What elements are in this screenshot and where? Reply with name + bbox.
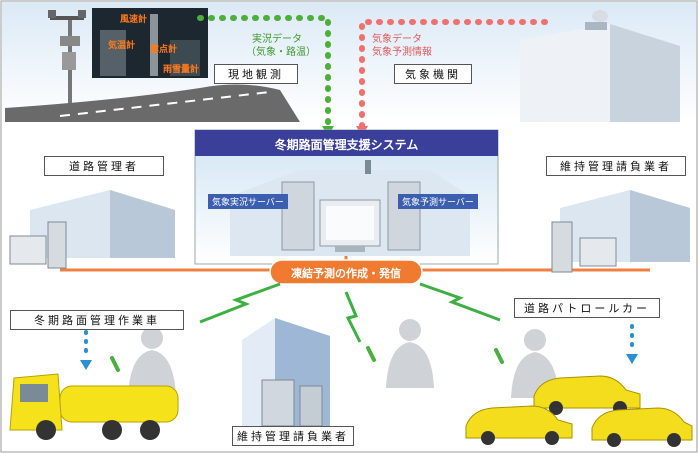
obs-server-tower [281,181,315,251]
truck-link-arrow [80,360,92,370]
observation-pole [48,10,86,110]
wireless-to-truck [199,282,281,324]
field-obs-label: 現地観測 [214,64,298,84]
met-agency-label: 気象機関 [394,64,472,84]
bottom-contractor-building [242,318,330,428]
frost-forecast-pill [269,259,423,285]
system-monitor [319,199,381,252]
maint-contractor-bottom-label: 維持管理請負業者 [232,426,354,446]
wireless-to-contractor [344,291,362,343]
sensor-air-label: 気温計 [108,41,136,51]
patrol-car-1 [533,375,641,415]
obs-flow-text-1: 実況データ [252,34,302,45]
patrol-link-arrow [626,354,638,364]
system-title: 冬期路面管理支援システム [274,138,419,152]
sensor-dew-label: 露点計 [150,45,178,55]
sensor-wind-label: 風速計 [120,15,148,25]
patrol-car-label: 道路パトロールカー [514,298,660,318]
obs-server-label: 気象実況サーバー [208,194,288,209]
met-flow-line [359,19,548,131]
forecast-server-label: 気象予測サーバー [398,194,478,209]
wireless-to-patrol [419,282,501,322]
work-truck [9,373,179,440]
met-agency-building [520,10,680,122]
patrol-car-2 [465,405,573,445]
maint-contractor-right-label: 維持管理請負業者 [546,156,686,176]
handheld-phones [110,346,504,372]
road-manager-pc [9,221,67,269]
obs-flow-text-2: （気象・路温） [246,47,316,58]
right-contractor-pc [551,221,617,273]
met-flow-text-1: 気象データ [372,34,422,45]
sensor-photo [92,8,208,78]
road-manager-label: 道路管理者 [44,156,164,176]
sensor-snow-label: 雨雪量計 [163,65,200,75]
forecast-server-tower [387,181,421,251]
work-vehicle-label: 冬期路面管理作業車 [10,310,184,330]
patrol-car-3 [591,407,693,447]
road [5,84,300,122]
frost-forecast-label: 凍結予測の作成・発信 [291,267,401,280]
system-title-bar [195,130,498,156]
met-flow-text-2: 気象予測情報 [372,47,432,58]
obs-flow-line [197,15,331,131]
people-silhouettes [128,319,559,398]
